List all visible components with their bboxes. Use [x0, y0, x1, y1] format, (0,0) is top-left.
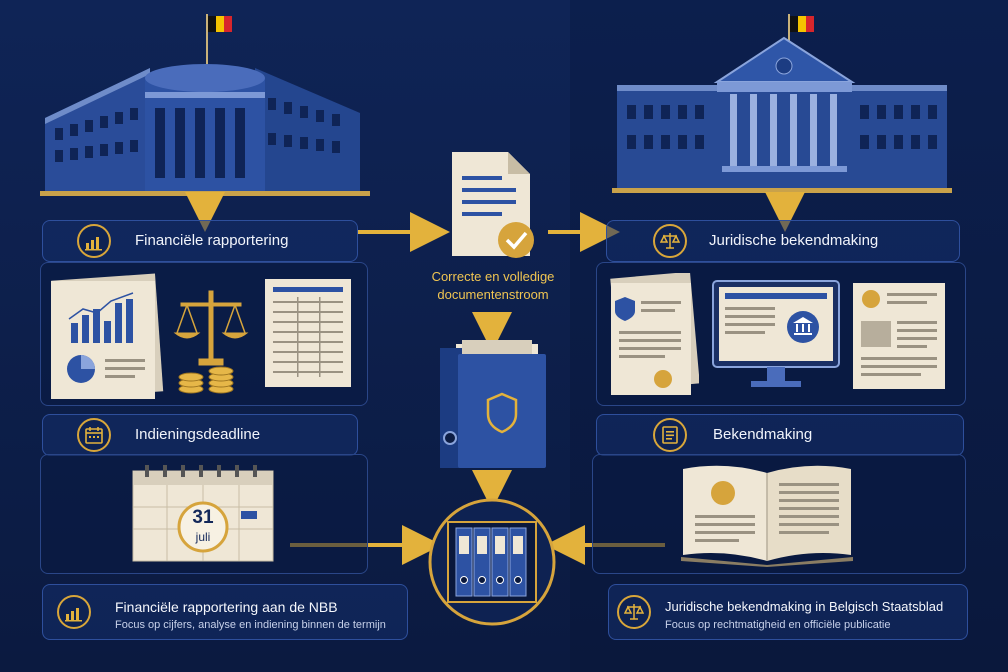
footer-right-subtitle: Focus op rechtmatigheid en officiële pub…	[665, 619, 891, 631]
calendar-icon	[77, 418, 111, 452]
calendar-day: 31	[192, 507, 214, 528]
footer-right-title: Juridische bekendmaking in Belgisch Staa…	[665, 599, 944, 614]
archive-folders-illustration	[428, 498, 556, 626]
archive-binder-illustration	[440, 340, 546, 468]
header-legal-publication: Juridische bekendmaking	[606, 220, 960, 262]
calendar-illustration: 31 juli	[131, 463, 275, 563]
staatsblad-building-illustration	[612, 14, 952, 193]
calendar-month: juli	[195, 530, 211, 544]
header-submission-deadline-label: Indieningsdeadline	[135, 426, 261, 443]
financial-documents-panel	[40, 262, 368, 406]
flow-label-line1: Correcte en volledige	[431, 269, 555, 284]
publication-panel	[592, 454, 966, 574]
header-publication-label: Bekendmaking	[713, 426, 813, 443]
data-table-illustration	[265, 279, 351, 387]
header-financial-reporting: Financiële rapportering	[42, 220, 358, 262]
computer-monitor-illustration	[712, 280, 840, 387]
verified-document-illustration	[452, 152, 534, 258]
deadline-panel: 31 juli	[40, 454, 368, 574]
footer-right: Juridische bekendmaking in Belgisch Staa…	[608, 584, 968, 640]
certificate-illustration	[610, 273, 699, 395]
newspaper-illustration	[853, 283, 945, 389]
scales-icon	[617, 595, 651, 629]
bank-icon	[793, 317, 813, 335]
open-book-illustration	[681, 465, 853, 567]
financial-report-illustration	[51, 273, 164, 399]
header-submission-deadline: Indieningsdeadline	[42, 414, 358, 456]
legal-documents-panel	[596, 262, 966, 406]
footer-left: Financiële rapportering aan de NBB Focus…	[42, 584, 408, 640]
nbb-building-illustration	[40, 14, 370, 196]
footer-left-title: Financiële rapportering aan de NBB	[115, 599, 338, 615]
flow-label-line2: documentenstroom	[437, 287, 549, 302]
header-legal-publication-label: Juridische bekendmaking	[709, 232, 879, 249]
scale-and-coins-illustration	[173, 290, 249, 394]
footer-left-subtitle: Focus op cijfers, analyse en indiening b…	[115, 619, 386, 631]
header-publication: Bekendmaking	[596, 414, 964, 456]
flow-label: Correcte en volledige documentenstroom	[408, 268, 578, 304]
header-financial-reporting-label: Financiële rapportering	[135, 232, 289, 249]
document-list-icon	[653, 418, 687, 452]
bar-chart-icon	[57, 595, 91, 629]
shield-icon	[486, 392, 518, 434]
bar-chart-icon	[77, 224, 111, 258]
check-icon	[505, 231, 528, 250]
scales-icon	[653, 224, 687, 258]
